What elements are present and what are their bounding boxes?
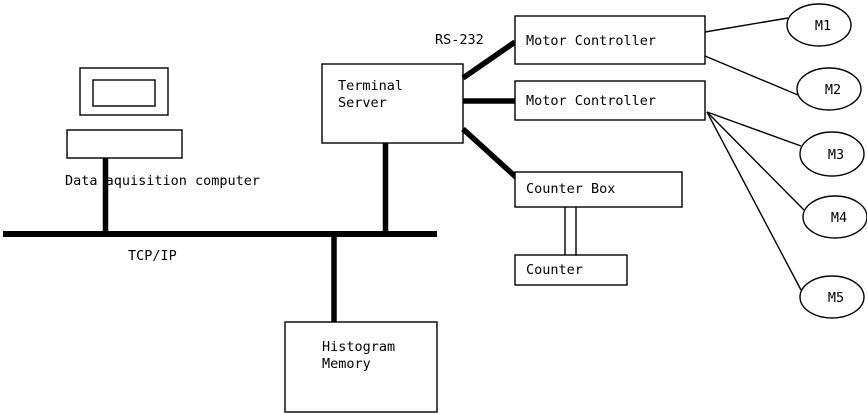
motor-controller-2-label: Motor Controller <box>526 93 656 109</box>
computer-label: Data aquisition computer <box>65 173 260 189</box>
motor-controller-2-box <box>514 80 706 121</box>
histogram-memory-label-line2: Memory <box>322 356 371 372</box>
motor-m3-ellipse <box>799 131 865 177</box>
computer-monitor-screen <box>92 79 156 107</box>
motor-m1-label: M1 <box>815 18 831 34</box>
motor-m4-label: M4 <box>831 210 847 226</box>
ts-to-motor-controller-1-link <box>461 39 517 81</box>
ts-to-counter-box-link <box>461 126 520 182</box>
mc2-to-m5-link <box>706 111 802 291</box>
motor-m3-label: M3 <box>828 147 844 163</box>
counter-box-label: Counter Box <box>526 181 615 197</box>
mc2-to-m4-link <box>706 111 805 211</box>
motor-m2-ellipse <box>796 67 862 111</box>
mc2-to-m3-link <box>706 111 802 147</box>
histogram-memory-label-line1: Histogram <box>322 339 395 355</box>
motor-m4-ellipse <box>802 195 867 239</box>
terminal-server-label-line2: Server <box>338 95 387 111</box>
histogram-memory-box <box>284 321 438 413</box>
motor-m5-label: M5 <box>828 290 844 306</box>
motor-controller-1-box <box>514 15 706 65</box>
tcpip-link-label: TCP/IP <box>128 248 177 264</box>
mc1-to-m1-link <box>704 17 789 33</box>
motor-m2-label: M2 <box>825 82 841 98</box>
counter-box-box <box>514 171 683 208</box>
motor-m1-ellipse <box>786 3 852 47</box>
motor-controller-1-label: Motor Controller <box>526 33 656 49</box>
counter-label: Counter <box>526 262 583 278</box>
computer-base <box>66 129 183 159</box>
terminal-server-box <box>321 63 464 144</box>
terminal-server-label-line1: Terminal <box>338 78 403 94</box>
counter-box <box>514 254 628 286</box>
rs232-link-label: RS-232 <box>435 32 484 48</box>
mc1-to-m2-link <box>704 55 799 96</box>
motor-m5-ellipse <box>799 275 865 319</box>
